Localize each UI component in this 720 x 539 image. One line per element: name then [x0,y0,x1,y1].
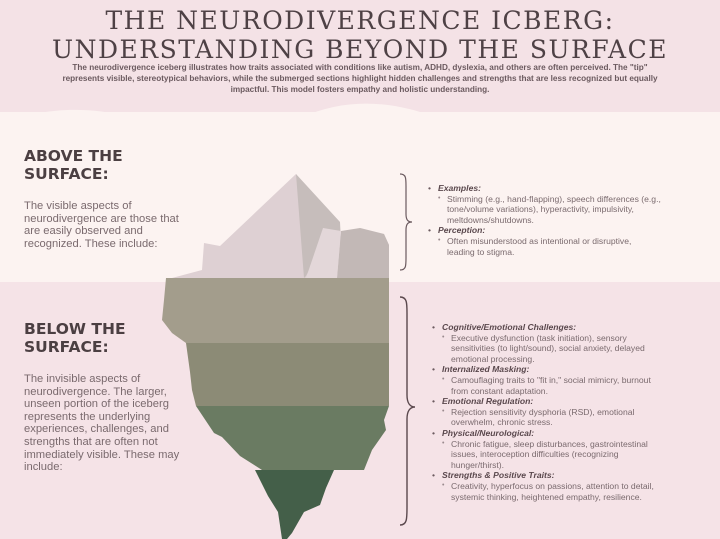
list-item: Internalized Masking: Camouflaging trait… [430,364,716,396]
title-line-2: UNDERSTANDING BEYOND THE SURFACE [52,35,668,64]
text-line: Stimming (e.g., hand-flapping), speech d… [447,193,661,204]
intro-text: The neurodivergence iceberg illustrates … [20,62,700,95]
text-line: Executive dysfunction (task initiation),… [451,332,627,343]
above-surface-list: Examples: Stimming (e.g., hand-flapping)… [426,183,716,257]
text-line: Creativity, hyperfocus on passions, atte… [451,480,654,491]
body-line: strengths that are often not [24,435,158,448]
above-brace-icon [399,173,413,271]
page-title: THE NEURODIVERGENCE ICBERG: UNDERSTANDIN… [0,6,720,64]
iceberg-tip-shadow [296,174,341,278]
category-label: Cognitive/Emotional Challenges: [442,322,577,332]
text-line: Camouflaging traits to "fit in," social … [451,374,651,385]
text-line: tone/volume variations), hyperactivity, … [447,204,634,215]
body-line: The visible aspects of [24,200,132,212]
below-surface-description: The invisible aspects of neurodivergence… [24,373,194,474]
text-line: from constant adaptation. [451,385,548,396]
sub-item: Camouflaging traits to "fit in," social … [430,375,716,396]
iceberg-layer-2 [186,343,389,406]
text-line: issues, interoception difficulties (reco… [451,449,619,460]
sub-item: Creativity, hyperfocus on passions, atte… [430,481,716,502]
iceberg-layer-3 [196,406,389,470]
list-item: Physical/Neurological: Chronic fatigue, … [430,428,716,470]
text-line: systemic thinking, heightened empathy, r… [451,491,642,502]
below-surface-list: Cognitive/Emotional Challenges: Executiv… [430,322,716,502]
text-line: meltdowns/shutdowns. [447,214,534,225]
text-line: Often misunderstood as intentional or di… [447,235,632,246]
list-item: Strengths & Positive Traits: Creativity,… [430,470,716,502]
below-surface-heading: BELOW THE SURFACE: [24,320,126,356]
above-surface-description: The visible aspects of neurodivergence a… [24,200,194,250]
body-line: recognized. These include: [24,237,158,250]
body-line: include: [24,461,63,474]
text-line: overwhelm, chronic stress. [451,417,553,428]
heading-line: ABOVE THE [24,147,123,165]
list-item: Perception: Often misunderstood as inten… [426,225,716,257]
body-line: are easily observed and [24,225,143,238]
sub-item: Rejection sensitivity dysphoria (RSD), e… [430,407,716,428]
text-line: leading to stigma. [447,246,515,257]
sub-item: Stimming (e.g., hand-flapping), speech d… [426,194,716,226]
title-line-1: THE NEURODIVERGENCE ICBERG: [105,6,615,35]
category-label: Internalized Masking: [442,364,530,375]
below-brace-icon [399,296,416,526]
category-label: Perception: [438,225,486,236]
iceberg-tip-shadow-right [337,228,389,278]
iceberg-layer-1 [162,278,389,343]
intro-line: impactful. This model fosters empathy an… [230,85,490,94]
body-line: The invisible aspects of [24,373,141,385]
sub-item: Chronic fatigue, sleep disturbances, gas… [430,439,716,471]
sub-item: Often misunderstood as intentional or di… [426,236,716,257]
body-line: neurodivergence. The larger, [24,385,167,398]
category-label: Examples: [438,183,481,193]
category-label: Strengths & Positive Traits: [442,470,555,481]
sub-item: Executive dysfunction (task initiation),… [430,333,716,365]
category-label: Emotional Regulation: [442,396,534,407]
text-line: Rejection sensitivity dysphoria (RSD), e… [451,406,635,417]
heading-line: BELOW THE [24,320,126,338]
wave-divider [0,103,720,150]
heading-line: SURFACE: [24,338,109,356]
heading-line: SURFACE: [24,165,109,183]
body-line: experiences, challenges, and [24,423,169,436]
body-line: neurodivergence are those that [24,212,179,225]
text-line: Chronic fatigue, sleep disturbances, gas… [451,438,648,449]
body-line: represents the underlying [24,410,151,423]
text-line: sensitivities (to light/sound), social a… [451,343,645,354]
body-line: immediately visible. These may [24,448,180,461]
iceberg-tip-face [306,228,341,278]
list-item: Emotional Regulation: Rejection sensitiv… [430,396,716,428]
intro-line: The neurodivergence iceberg illustrates … [72,63,648,72]
category-label: Physical/Neurological: [442,427,535,438]
intro-line: represents visible, stereotypical behavi… [62,74,658,83]
iceberg-layer-4 [255,470,334,539]
text-line: hunger/thirst). [451,459,505,470]
text-line: emotional processing. [451,353,535,364]
list-item: Examples: Stimming (e.g., hand-flapping)… [426,183,716,225]
above-surface-heading: ABOVE THE SURFACE: [24,147,123,183]
body-line: unseen portion of the iceberg [24,398,169,411]
list-item: Cognitive/Emotional Challenges: Executiv… [430,322,716,364]
